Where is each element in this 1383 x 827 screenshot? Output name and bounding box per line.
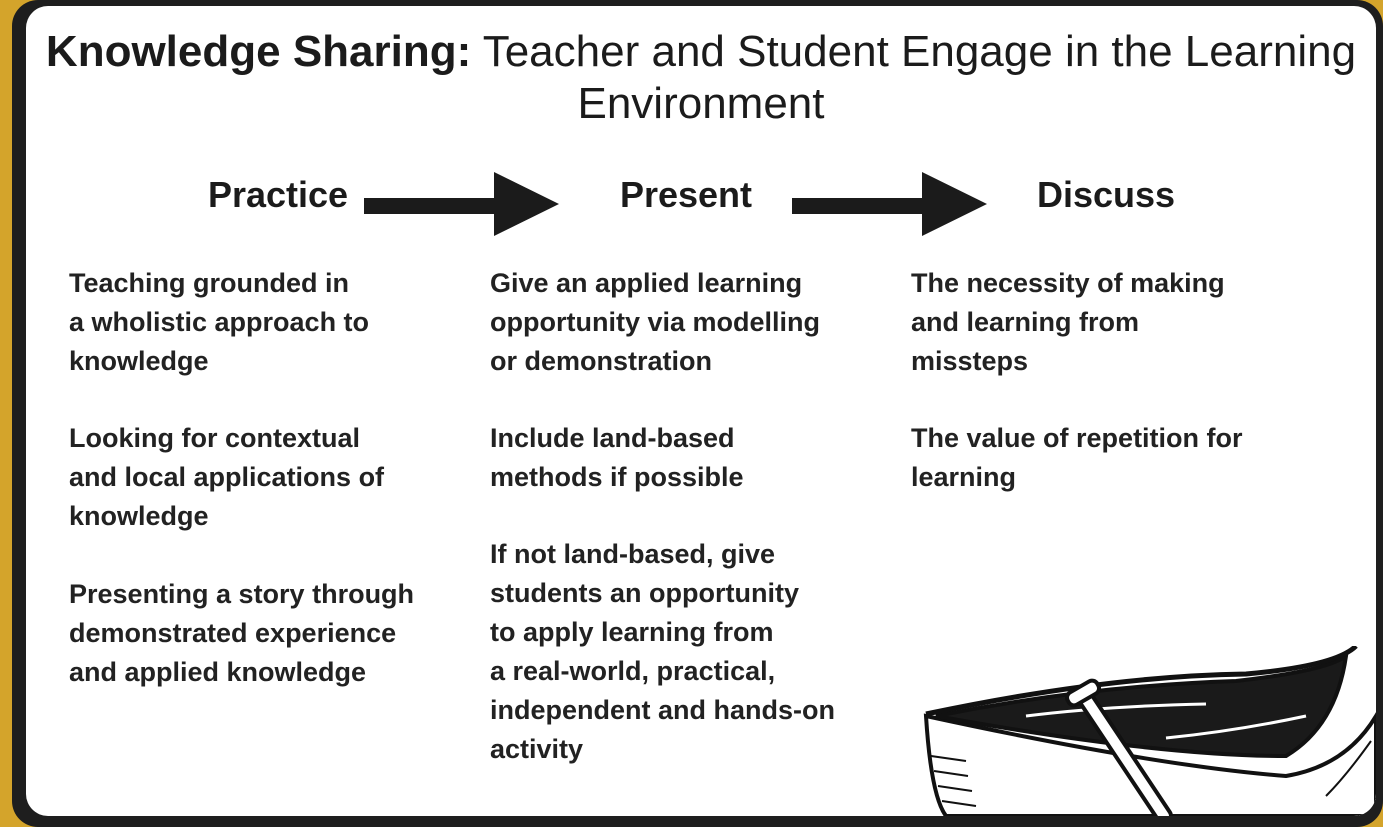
page-title: Knowledge Sharing: Teacher and Student E… <box>26 26 1376 130</box>
list-item: The necessity of making and learning fro… <box>911 268 1225 376</box>
arrow-right-icon <box>792 172 987 236</box>
list-item: Teaching grounded in a wholistic approac… <box>69 268 370 376</box>
stage-discuss: Discuss <box>1036 174 1176 215</box>
practice-column: Teaching grounded in a wholistic approac… <box>69 264 459 692</box>
arrow-right-icon <box>364 172 559 236</box>
list-item: If not land-based, give students an oppo… <box>490 539 835 764</box>
title-bold: Knowledge Sharing: <box>45 27 472 76</box>
stage-practice: Practice <box>207 174 349 215</box>
title-rest: Teacher and Student Engage in the Learni… <box>471 27 1357 128</box>
discuss-column: The necessity of making and learning fro… <box>911 264 1301 497</box>
list-item: The value of repetition for learning <box>911 423 1243 492</box>
list-item: Presenting a story through demonstrated … <box>69 579 415 687</box>
list-item: Looking for contextual and local applica… <box>69 423 385 531</box>
canoe-with-paddle-icon <box>923 646 1376 816</box>
list-item: Include land-based methods if possible <box>490 423 744 492</box>
list-item: Give an applied learning opportunity via… <box>490 268 820 376</box>
stage-present: Present <box>619 174 753 215</box>
infographic-card: Knowledge Sharing: Teacher and Student E… <box>26 6 1376 816</box>
present-column: Give an applied learning opportunity via… <box>490 264 880 769</box>
